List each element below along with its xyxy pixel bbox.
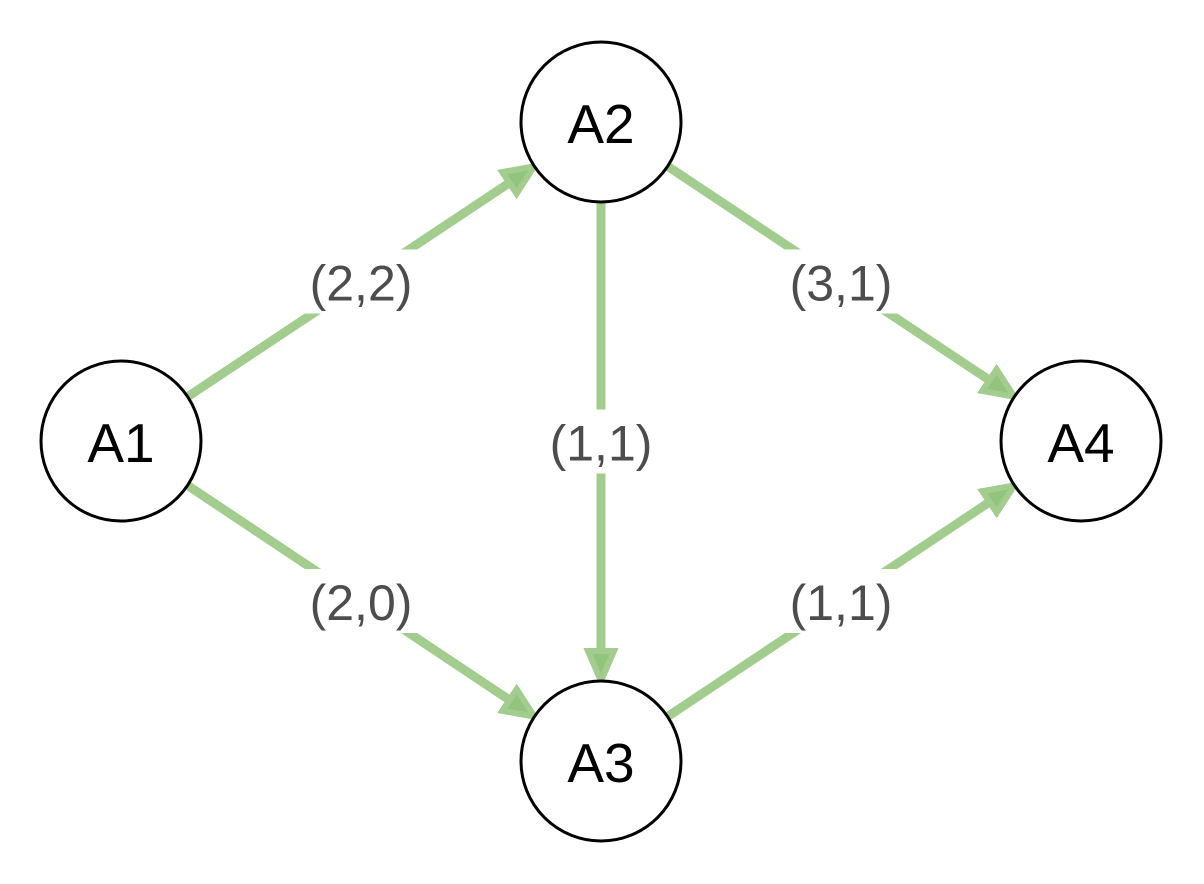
node-a1: A1 bbox=[39, 359, 203, 523]
arrowhead bbox=[977, 481, 1021, 519]
edge-label: (1,1) bbox=[550, 416, 653, 472]
edge-label-background bbox=[777, 569, 905, 633]
arrowhead bbox=[977, 363, 1021, 401]
edge-label-background bbox=[297, 249, 425, 314]
edge-label: (3,1) bbox=[790, 256, 893, 312]
edge-a1-a2: (2,2) bbox=[185, 162, 541, 401]
node-a2: A2 bbox=[519, 40, 683, 204]
node-label: A3 bbox=[567, 732, 634, 794]
node-label: A2 bbox=[567, 93, 634, 155]
arrowhead bbox=[497, 162, 541, 200]
edge-label: (2,0) bbox=[310, 575, 413, 631]
node-circle bbox=[519, 40, 683, 204]
edge-label-background bbox=[537, 409, 665, 474]
arrowhead bbox=[497, 683, 541, 721]
edge-a2-a4: (3,1) bbox=[665, 162, 1021, 401]
edge-label-background bbox=[777, 249, 905, 314]
node-label: A4 bbox=[1047, 412, 1114, 474]
node-circle bbox=[519, 679, 683, 843]
edge-a1-a3: (2,0) bbox=[185, 481, 541, 721]
node-a3: A3 bbox=[519, 679, 683, 843]
edge-a2-a3: (1,1) bbox=[537, 202, 665, 689]
edges-layer: (2,2) (2,0) (1,1) (3,1) (1,1) bbox=[185, 162, 1021, 721]
node-circle bbox=[999, 359, 1163, 523]
node-circle bbox=[39, 359, 203, 523]
arrowhead bbox=[583, 648, 619, 689]
node-a4: A4 bbox=[999, 359, 1163, 523]
edge-label: (2,2) bbox=[310, 256, 413, 312]
edge-a3-a4: (1,1) bbox=[665, 481, 1021, 721]
node-label: A1 bbox=[87, 412, 154, 474]
edge-label-background bbox=[297, 569, 425, 633]
edge-label: (1,1) bbox=[790, 575, 893, 631]
